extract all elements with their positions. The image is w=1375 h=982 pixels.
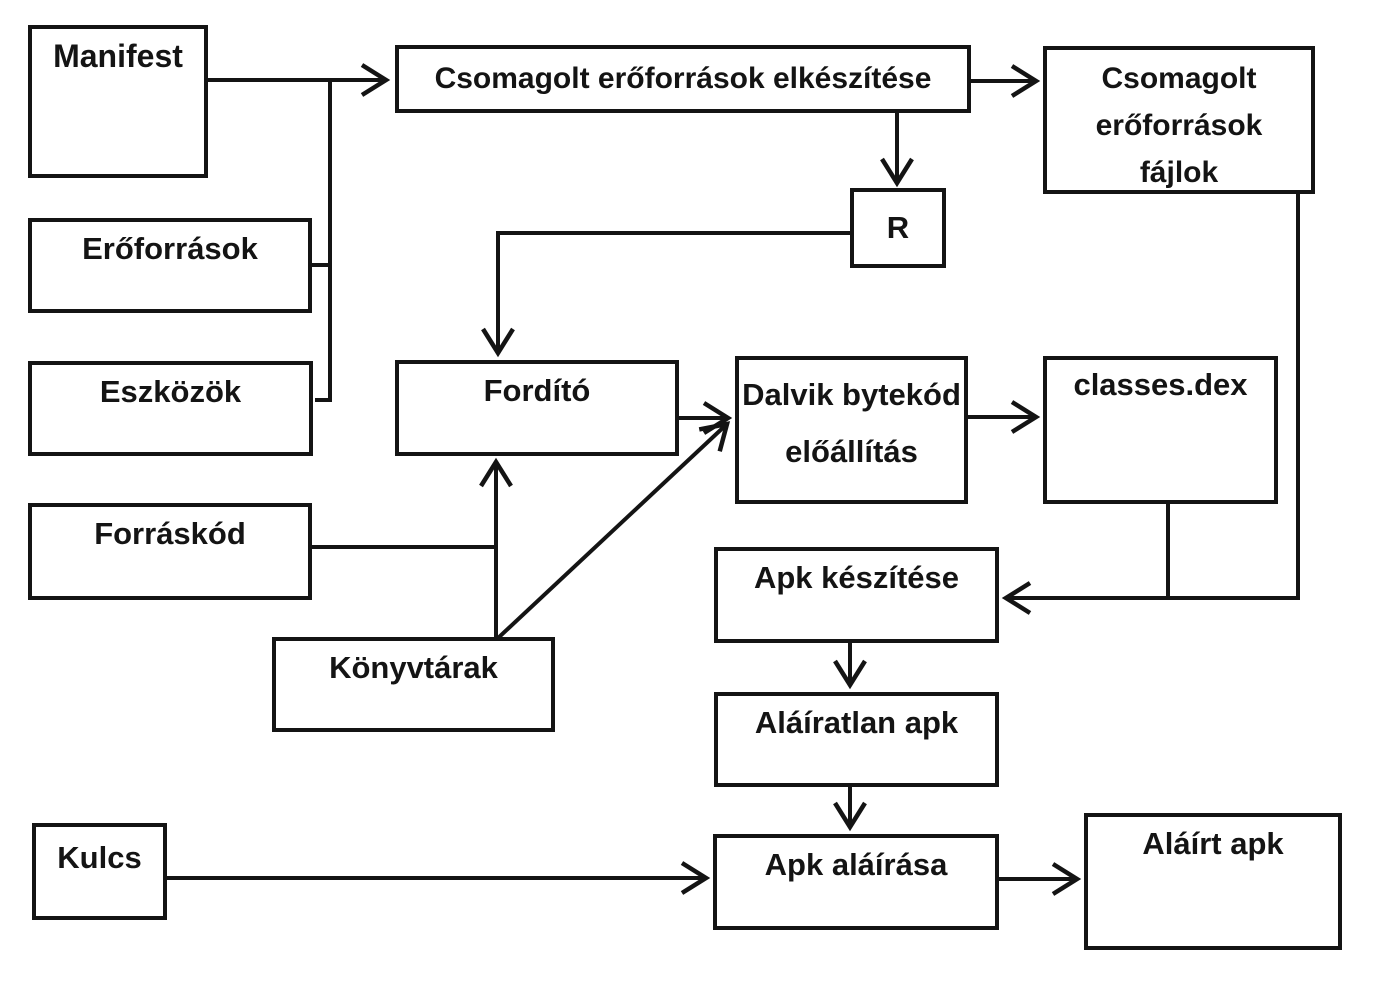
- node-csomagolt-elkeszitese: Csomagolt erőforrások elkészítése: [395, 45, 971, 113]
- node-r-label: R: [886, 210, 910, 246]
- node-eroforrasok-label: Erőforrások: [82, 231, 258, 266]
- node-csomagolt-fajlok-line3: fájlok: [1139, 156, 1219, 189]
- node-apk-alairasa-label: Apk aláírása: [764, 847, 948, 882]
- node-alairatlan-apk-label: Aláíratlan apk: [754, 705, 959, 740]
- arrow-konyvtarak-to-dalvik-diagonal: [495, 421, 731, 641]
- node-forraskod-label: Forráskód: [94, 516, 246, 551]
- node-classes-dex-label: classes.dex: [1073, 367, 1248, 402]
- node-alairt-apk: Aláírt apk: [1084, 813, 1342, 950]
- node-classes-dex: classes.dex: [1043, 356, 1278, 504]
- node-eroforrasok: Erőforrások: [28, 218, 312, 313]
- node-fordito-label: Fordító: [483, 373, 591, 408]
- node-kulcs-label: Kulcs: [57, 840, 142, 875]
- node-apk-alairasa: Apk aláírása: [713, 834, 999, 930]
- node-apk-keszitese-label: Apk készítése: [753, 560, 960, 595]
- node-konyvtarak-label: Könyvtárak: [329, 650, 498, 685]
- node-dalvik-bytekod: Dalvik bytekód előállítás: [735, 356, 968, 504]
- arrow-r-to-fordito: [481, 231, 850, 358]
- node-forraskod: Forráskód: [28, 503, 312, 600]
- node-dalvik-line1: Dalvik bytekód: [742, 377, 961, 412]
- node-konyvtarak: Könyvtárak: [272, 637, 555, 732]
- node-eszkozok: Eszközök: [28, 361, 313, 456]
- arrow-right-trunk-to-apk-keszitese: [1001, 192, 1300, 615]
- node-kulcs: Kulcs: [32, 823, 167, 920]
- node-csomagolt-fajlok-line2: erőforrások: [1095, 109, 1263, 142]
- node-manifest-label: Manifest: [53, 38, 183, 74]
- node-csomagolt-fajlok: Csomagolt erőforrások fájlok: [1043, 46, 1315, 194]
- node-alairatlan-apk: Aláíratlan apk: [714, 692, 999, 787]
- node-r: R: [850, 188, 946, 268]
- node-csomagolt-fajlok-line1: Csomagolt: [1101, 62, 1257, 95]
- node-fordito: Fordító: [395, 360, 679, 456]
- node-apk-keszitese: Apk készítése: [714, 547, 999, 643]
- node-eszkozok-label: Eszközök: [99, 374, 242, 409]
- node-manifest: Manifest: [28, 25, 208, 178]
- node-csomagolt-elkeszitese-label: Csomagolt erőforrások elkészítése: [434, 61, 932, 95]
- line-left-trunk-to-eszkozok: [315, 80, 332, 402]
- node-alairt-apk-label: Aláírt apk: [1142, 826, 1284, 861]
- node-dalvik-line2: előállítás: [785, 434, 918, 469]
